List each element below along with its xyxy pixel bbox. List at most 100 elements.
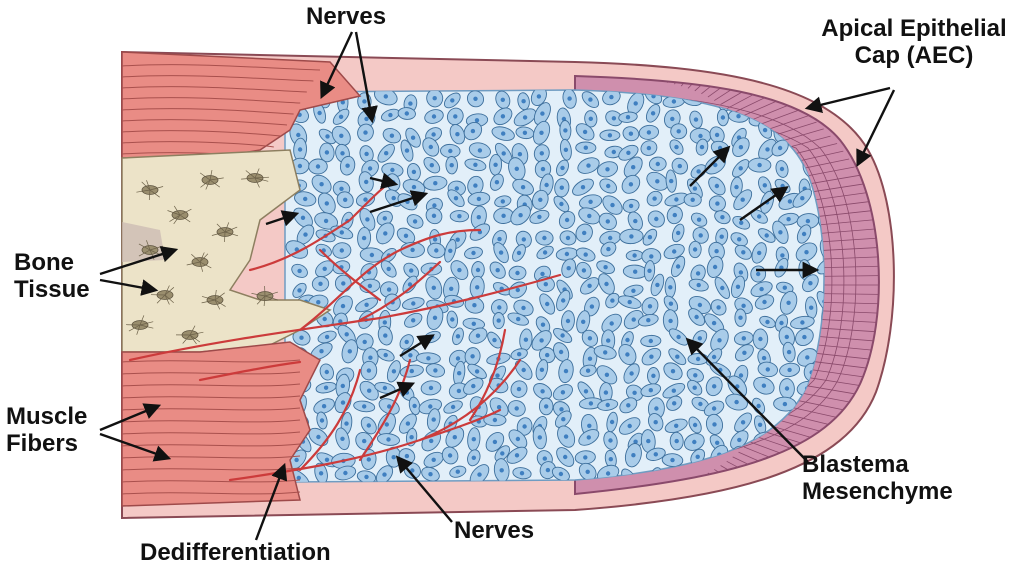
cell-nucleus bbox=[521, 305, 526, 311]
osteocyte-process bbox=[263, 295, 266, 307]
cell-nucleus bbox=[545, 301, 550, 307]
cell-nucleus bbox=[714, 249, 719, 254]
label-muscle-line2: Fibers bbox=[6, 429, 79, 457]
cell-nucleus bbox=[367, 283, 373, 289]
cell-nucleus bbox=[390, 167, 395, 173]
cell-nucleus bbox=[672, 401, 677, 406]
cell-nucleus bbox=[740, 197, 745, 202]
cell-nucleus bbox=[497, 236, 502, 242]
cell-nucleus bbox=[539, 151, 544, 156]
cell-nucleus bbox=[581, 268, 587, 273]
cell-nucleus bbox=[429, 163, 434, 168]
cell-nucleus bbox=[777, 145, 783, 151]
cell-nucleus bbox=[475, 267, 481, 273]
cell-nucleus bbox=[697, 302, 703, 308]
cell-nucleus bbox=[714, 132, 720, 138]
cell-nucleus bbox=[316, 300, 321, 305]
cell-nucleus bbox=[712, 264, 718, 270]
cell-nucleus bbox=[809, 305, 814, 310]
cell-nucleus bbox=[587, 213, 592, 219]
cell-nucleus bbox=[737, 437, 742, 443]
cell-nucleus bbox=[738, 145, 744, 150]
cell-nucleus bbox=[363, 197, 368, 202]
cell-nucleus bbox=[670, 116, 675, 122]
cell-nucleus bbox=[319, 418, 325, 423]
cell-nucleus bbox=[715, 201, 720, 206]
nerve-network bbox=[128, 180, 562, 482]
cell-nucleus bbox=[800, 320, 805, 325]
osteocyte-process bbox=[214, 299, 221, 310]
cell-nucleus bbox=[603, 390, 609, 395]
label-bone-line2: Tissue bbox=[14, 275, 90, 303]
cell-nucleus bbox=[628, 203, 634, 209]
cell-nucleus bbox=[410, 135, 416, 140]
cell-nucleus bbox=[609, 94, 614, 100]
cell-nucleus bbox=[655, 282, 660, 288]
label-blastema-mesenchyme: Blastema Mesenchyme bbox=[802, 451, 953, 506]
cell-nucleus bbox=[470, 354, 475, 359]
cell-nucleus bbox=[536, 94, 542, 99]
cell-nucleus bbox=[699, 144, 705, 150]
cell-nucleus bbox=[671, 388, 676, 393]
cell-nucleus bbox=[715, 440, 720, 445]
cell-nucleus bbox=[428, 144, 433, 150]
cell-nucleus bbox=[432, 203, 437, 208]
cell-nucleus bbox=[492, 337, 497, 343]
cell-nucleus bbox=[538, 197, 543, 202]
cell-nucleus bbox=[542, 250, 548, 255]
cell-nucleus bbox=[784, 334, 789, 340]
osteocyte-process bbox=[149, 189, 160, 198]
cell-nucleus bbox=[605, 167, 610, 172]
osteocyte-process bbox=[205, 179, 211, 190]
cell-nucleus bbox=[540, 322, 546, 327]
cell-nucleus bbox=[563, 454, 568, 460]
cell-nucleus bbox=[517, 152, 523, 157]
muscle-fiber-line bbox=[121, 108, 294, 115]
osteocyte-process bbox=[214, 299, 226, 307]
cell-nucleus bbox=[514, 166, 519, 171]
cell-nucleus bbox=[412, 403, 417, 409]
cell-nucleus bbox=[675, 354, 680, 359]
muscle-fiber-line bbox=[121, 455, 301, 459]
cell-nucleus bbox=[606, 183, 611, 189]
cell-nucleus bbox=[757, 214, 762, 219]
cell-nucleus bbox=[340, 436, 345, 441]
cell-nucleus bbox=[587, 423, 592, 428]
cell-nucleus bbox=[805, 355, 810, 360]
cell-nucleus bbox=[317, 110, 322, 116]
cell-nucleus bbox=[738, 270, 744, 275]
cell-nucleus bbox=[383, 333, 388, 338]
osteocyte-process bbox=[128, 324, 141, 332]
cell-nucleus bbox=[669, 178, 674, 184]
cell-nucleus bbox=[580, 185, 586, 190]
cell-nucleus bbox=[655, 179, 660, 184]
cell-nucleus bbox=[827, 94, 831, 98]
cell-nucleus bbox=[340, 303, 346, 309]
cell-nucleus bbox=[431, 417, 436, 422]
cell-nucleus bbox=[514, 453, 520, 458]
cell-nucleus bbox=[447, 453, 453, 458]
cell-nucleus bbox=[366, 457, 371, 462]
cell-nucleus bbox=[647, 268, 652, 273]
muscle-fiber-line bbox=[121, 383, 301, 387]
cell-nucleus bbox=[694, 314, 699, 320]
cell-nucleus bbox=[804, 250, 809, 255]
cell-nucleus bbox=[382, 472, 387, 477]
cell-nucleus bbox=[362, 99, 367, 104]
cell-nucleus bbox=[344, 421, 349, 426]
cell-nucleus bbox=[651, 373, 656, 378]
cell-nucleus bbox=[475, 333, 481, 338]
cell-nucleus bbox=[649, 354, 654, 359]
cell-nucleus bbox=[540, 166, 546, 172]
cell-nucleus bbox=[610, 202, 615, 208]
cell-nucleus bbox=[325, 134, 330, 139]
cell-nucleus bbox=[362, 339, 367, 345]
cell-nucleus bbox=[410, 247, 415, 253]
cell-nucleus bbox=[739, 220, 744, 225]
cell-nucleus bbox=[544, 182, 549, 188]
cell-nucleus bbox=[471, 455, 476, 460]
cell-nucleus bbox=[690, 197, 695, 202]
cell-nucleus bbox=[786, 349, 792, 355]
cell-nucleus bbox=[364, 179, 369, 185]
osteocyte-process bbox=[139, 324, 154, 329]
